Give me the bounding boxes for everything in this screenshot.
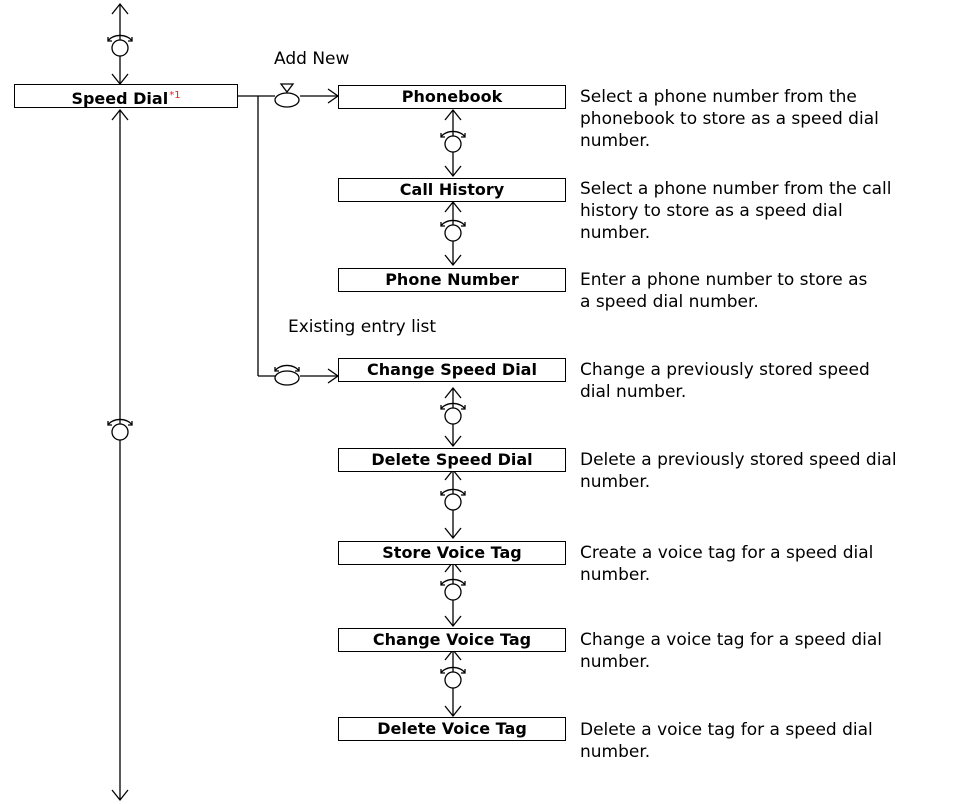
store-voice-tag-description: Create a voice tag for a speed dial numb… [580, 543, 874, 585]
change-voice-tag-menu-box[interactable]: Change Voice Tag [338, 628, 566, 652]
arrow-head-up [111, 2, 129, 15]
speed-dial-menu-box[interactable]: Speed Dial*1 [14, 84, 238, 108]
arrow-head-up [111, 108, 129, 121]
rotary-knob-icon [107, 418, 133, 441]
rotary-knob-icon [440, 219, 466, 242]
rotary-knob-icon [440, 488, 466, 511]
speed-dial-label: Speed Dial [71, 89, 169, 108]
phonebook-description: Select a phone number from the phonebook… [580, 87, 879, 151]
change-voice-tag-description: Change a voice tag for a speed dial numb… [580, 630, 882, 672]
knob-push-icon [274, 83, 300, 108]
phonebook-menu-box[interactable]: Phonebook [338, 85, 566, 109]
call-history-menu-box[interactable]: Call History [338, 178, 566, 202]
phone-number-description: Enter a phone number to store as a speed… [580, 270, 868, 312]
delete-voice-tag-description: Delete a voice tag for a speed dial numb… [580, 720, 873, 762]
store-voice-tag-menu-box[interactable]: Store Voice Tag [338, 541, 566, 565]
rotary-knob-icon [440, 130, 466, 153]
arrow-head-down [111, 789, 129, 802]
change-speed-dial-menu-box[interactable]: Change Speed Dial [338, 358, 566, 382]
change-speed-dial-description: Change a previously stored speed dial nu… [580, 360, 870, 402]
footnote-marker: *1 [169, 90, 181, 101]
rotary-knob-icon [440, 402, 466, 425]
call-history-description: Select a phone number from the call hist… [580, 179, 892, 243]
add-new-label: Add New [274, 49, 350, 69]
delete-voice-tag-menu-box[interactable]: Delete Voice Tag [338, 717, 566, 741]
phone-number-menu-box[interactable]: Phone Number [338, 268, 566, 292]
rotary-knob-icon [107, 34, 133, 57]
existing-entry-list-label: Existing entry list [288, 317, 437, 337]
rotary-knob-icon [440, 578, 466, 601]
delete-speed-dial-description: Delete a previously stored speed dial nu… [580, 450, 897, 492]
rotary-knob-icon [440, 666, 466, 689]
rotary-knob-icon [274, 364, 300, 386]
delete-speed-dial-menu-box[interactable]: Delete Speed Dial [338, 448, 566, 472]
